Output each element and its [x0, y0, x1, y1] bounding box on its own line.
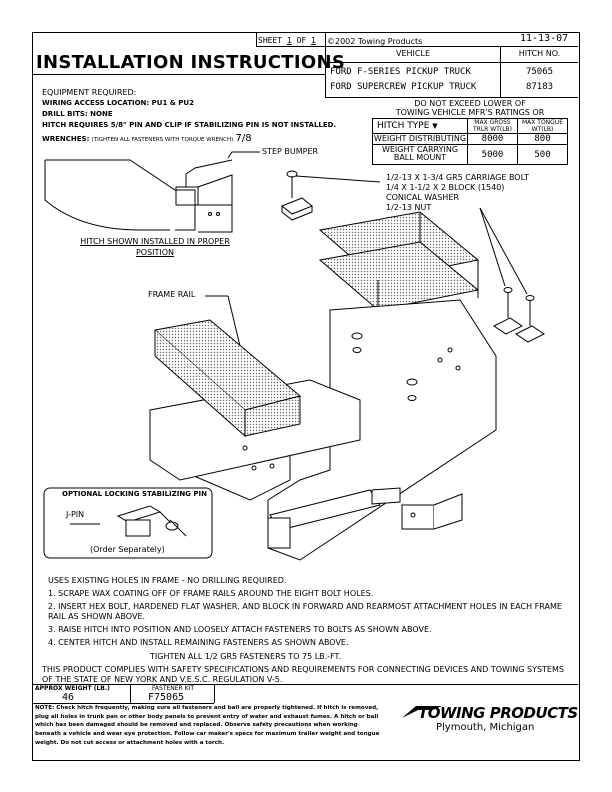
bumper-detail	[44, 151, 260, 233]
fastener-kit-value: F75065	[148, 692, 185, 703]
ratings-warning-1: DO NOT EXCEED LOWER OF	[414, 99, 526, 108]
of-label: OF	[296, 36, 307, 45]
wrenches-value: 7/8	[235, 133, 252, 144]
jpin-label: J-PIN	[66, 510, 85, 519]
fastener-spec-1: 1/2-13 X 1-3/4 GR5 CARRIAGE BOLT	[386, 173, 529, 182]
frame-rail-label: FRAME RAIL	[148, 290, 196, 299]
brand-logo: TOWING PRODUCTS	[418, 704, 578, 722]
header-line	[256, 46, 578, 47]
drill-bits-text: DRILL BITS: NONE	[42, 110, 113, 118]
wiring-access: WIRING ACCESS LOCATION: PU1 & PU2	[42, 99, 194, 107]
nuts	[351, 332, 418, 401]
hitch-column-header: HITCH NO.	[518, 49, 561, 58]
page-title: INSTALLATION INSTRUCTIONS	[36, 52, 346, 73]
step-bumper-label: STEP BUMPER	[262, 147, 319, 156]
fastener-spec-3: CONICAL WASHER	[386, 193, 459, 202]
vehicle-table-bottom	[325, 97, 578, 98]
fastener-spec-4: 1/2-13 NUT	[386, 203, 432, 212]
footer-box-line	[32, 703, 214, 704]
brand-swoosh-icon	[402, 706, 442, 718]
leader-lines	[205, 295, 241, 347]
vehicle-row-1: FORD F-SERIES PICKUP TRUCK	[330, 67, 471, 77]
fastener-group-top	[281, 170, 381, 221]
brand-location: Plymouth, Michigan	[436, 722, 535, 733]
instruction-step-4: 4. CENTER HITCH AND INSTALL REMAINING FA…	[48, 638, 349, 647]
locking-pin-title: OPTIONAL LOCKING STABILIZING PIN	[62, 490, 207, 498]
order-separately: (Order Separately)	[90, 545, 165, 554]
header-divider-2	[325, 32, 326, 98]
header-divider-3	[500, 46, 501, 98]
fastener-spec-2: 1/4 X 1-1/2 X 2 BLOCK (1540)	[386, 183, 505, 192]
copyright: ©2002 Towing Products	[327, 37, 423, 46]
ratings-warning-2: TOWING VEHICLE MFR'S RATINGS OR	[395, 108, 545, 117]
safety-note: NOTE: Check hitch frequently, making sur…	[35, 705, 380, 746]
hitch-row-1: 75065	[525, 67, 554, 77]
page-border	[32, 32, 580, 761]
vehicle-row-2: FORD SUPERCREW PICKUP TRUCK	[330, 82, 477, 92]
footer-box-divider	[130, 684, 131, 703]
sheet-label: SHEET	[258, 36, 283, 45]
locking-pin-box	[43, 487, 213, 559]
equipment-required: EQUIPMENT REQUIRED:	[42, 88, 137, 97]
fastener-group-right	[479, 207, 545, 343]
title-underline	[32, 74, 325, 75]
revision-date: 11-13-07	[520, 33, 569, 44]
weight-value: 46	[62, 692, 75, 703]
footer-top-line	[32, 684, 578, 685]
wrenches-label: WRENCHES:	[42, 135, 90, 143]
dropdown-arrow-icon: ▼	[432, 122, 438, 130]
wrenches: WRENCHES: (TIGHTEN ALL FASTENERS WITH TO…	[42, 133, 252, 144]
instruction-step-2: 2. INSERT HEX BOLT, HARDENED FLAT WASHER…	[48, 602, 562, 621]
header-divider-1	[256, 32, 257, 46]
hitch-type-header: HITCH TYPE	[377, 121, 430, 131]
footer-box-right	[214, 684, 215, 703]
torque-spec: TIGHTEN ALL 1/2 GR5 FASTENERS TO 75 LB.-…	[150, 652, 342, 661]
hitch-pin-requirement: HITCH REQUIRES 5/8" PIN AND CLIP IF STAB…	[42, 121, 337, 129]
fastener-kit-label: FASTENER KIT	[152, 685, 194, 692]
sheet-number: 1	[286, 36, 292, 45]
rating-tongue-2: 500	[517, 144, 568, 165]
vehicle-header-line	[325, 62, 578, 63]
instruction-step-3: 3. RAISE HITCH INTO POSITION AND LOOSELY…	[48, 625, 432, 634]
hitch-installed-caption: HITCH SHOWN INSTALLED IN PROPER POSITION	[80, 237, 230, 257]
hitch-row-2: 87183	[525, 82, 554, 92]
vehicle-column-header: VEHICLE	[396, 49, 430, 58]
compliance-statement: THIS PRODUCT COMPLIES WITH SAFETY SPECIF…	[42, 665, 564, 684]
frame-rail-left	[153, 319, 302, 438]
instruction-step-1: 1. SCRAPE WAX COATING OFF OF FRAME RAILS…	[48, 589, 374, 598]
instructions-intro: USES EXISTING HOLES IN FRAME - NO DRILLI…	[48, 576, 287, 585]
frame-rail-right	[318, 211, 480, 311]
wrenches-note: (TIGHTEN ALL FASTENERS WITH TORQUE WRENC…	[91, 137, 234, 143]
drill-bits: DRILL BITS: NONE	[42, 109, 113, 118]
sheet-indicator: SHEET 1 OF 1	[258, 36, 316, 45]
weight-label: APPROX WEIGHT (LB.)	[35, 685, 110, 692]
sheet-total: 1	[311, 36, 316, 45]
